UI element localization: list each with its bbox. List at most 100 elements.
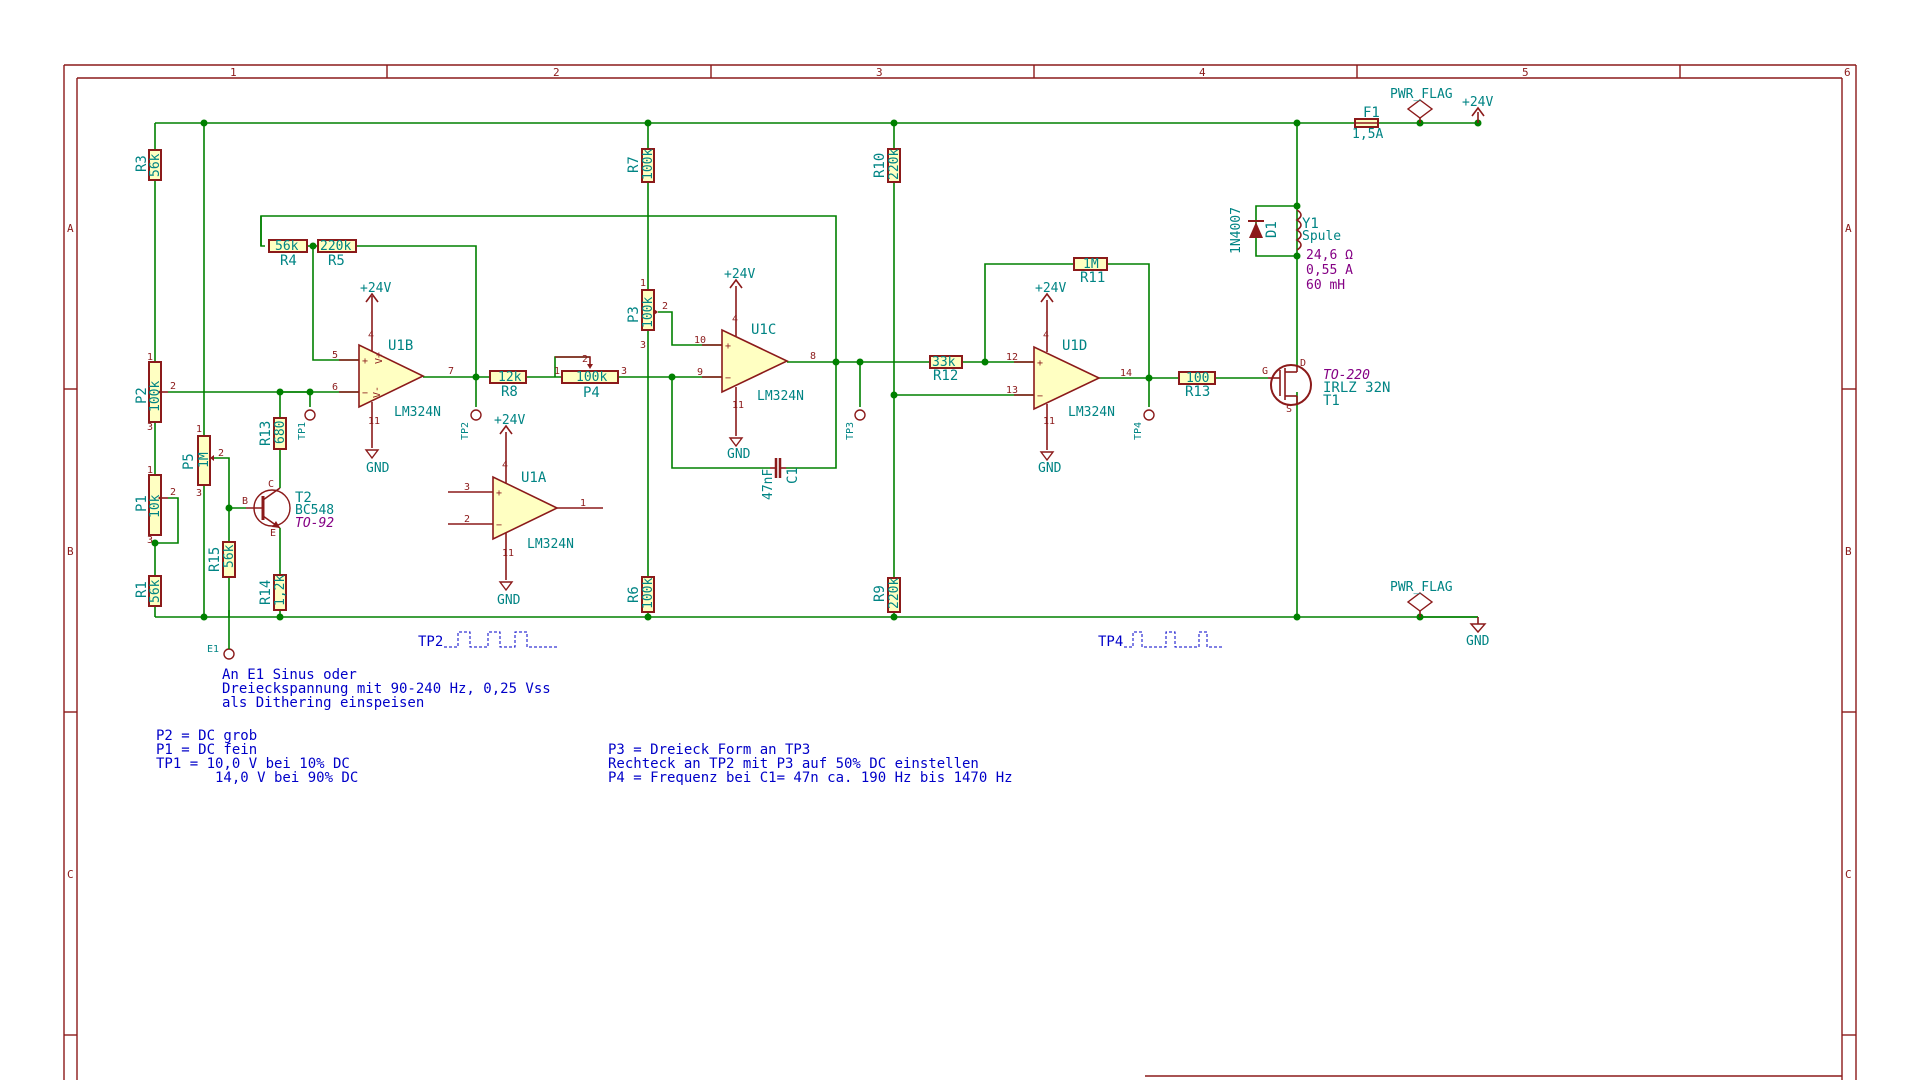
svg-text:5: 5 [332, 350, 338, 361]
testpoint-tp4[interactable]: TP4 [1133, 409, 1155, 440]
resistor-r4[interactable]: 56k R4 [268, 239, 308, 269]
svg-text:TO-92: TO-92 [295, 516, 334, 531]
column-label-4: 4 [1199, 66, 1206, 79]
diode-d1[interactable]: 1N4007 D1 [1229, 207, 1280, 254]
svg-text:GND: GND [1466, 634, 1490, 649]
svg-text:G: G [1262, 366, 1268, 377]
svg-text:+24V: +24V [494, 413, 525, 428]
testpoint-tp1[interactable]: TP1 [297, 409, 316, 440]
coil-y1[interactable]: Y1 Spule 24,6 Ω 0,55 A 60 mH [1295, 209, 1353, 293]
svg-text:PWR_FLAG: PWR_FLAG [1390, 580, 1453, 595]
resistor-r9[interactable]: R9 220k [872, 577, 902, 613]
svg-text:11: 11 [368, 416, 380, 427]
svg-text:−: − [496, 520, 502, 531]
svg-text:TP2: TP2 [418, 634, 443, 650]
potentiometer-p3[interactable]: P3 100k 132 [626, 278, 668, 351]
svg-text:220k: 220k [887, 578, 902, 609]
waveform-tp2: TP2 [418, 631, 558, 650]
svg-text:GND: GND [1038, 461, 1062, 476]
potentiometer-p1[interactable]: P1 10k 132 [134, 465, 176, 546]
resistor-r13-100[interactable]: 100 R13 [1178, 371, 1216, 400]
fuse-f1[interactable]: F1 1,5A [1352, 105, 1383, 142]
svg-text:2: 2 [170, 487, 176, 498]
svg-text:7: 7 [448, 366, 454, 377]
resistor-r8[interactable]: 12k R8 [489, 370, 527, 400]
svg-text:D1: D1 [1264, 221, 1280, 238]
svg-text:2: 2 [170, 381, 176, 392]
svg-text:4: 4 [368, 330, 374, 341]
svg-text:+: + [1037, 358, 1043, 369]
svg-text:PWR_FLAG: PWR_FLAG [1390, 87, 1453, 102]
resistor-r11[interactable]: 1M R11 [1073, 257, 1108, 286]
svg-text:+24V: +24V [1035, 281, 1066, 296]
column-label-2: 2 [553, 66, 560, 79]
svg-text:1M: 1M [197, 452, 212, 468]
svg-text:V-: V- [372, 386, 383, 398]
svg-text:33k: 33k [932, 355, 956, 370]
svg-text:1: 1 [580, 498, 586, 509]
resistor-r12[interactable]: 33k R12 [929, 355, 963, 384]
svg-text:8: 8 [810, 351, 816, 362]
svg-text:6: 6 [332, 382, 338, 393]
resistor-r6[interactable]: R6 100k [626, 576, 656, 613]
capacitor-c1[interactable]: 47nF C1 [761, 458, 801, 500]
svg-text:P2: P2 [134, 387, 150, 404]
potentiometer-p5[interactable]: P5 1M 132 [181, 424, 224, 499]
resistor-r5[interactable]: 220k R5 [317, 239, 357, 269]
gnd-symbol-u1b: GND [364, 449, 390, 476]
svg-text:56k: 56k [148, 579, 163, 603]
svg-text:LM324N: LM324N [527, 537, 574, 552]
svg-text:V+: V+ [374, 352, 385, 364]
svg-text:2: 2 [218, 448, 224, 459]
gnd-symbol-u1d: GND [1038, 451, 1062, 476]
wires [154, 122, 1478, 618]
svg-text:R13: R13 [1185, 384, 1210, 400]
svg-text:R10: R10 [872, 153, 888, 178]
svg-text:BC548: BC548 [295, 503, 334, 518]
resistor-r15[interactable]: R15 56k [207, 541, 237, 578]
svg-text:U1B: U1B [388, 338, 413, 354]
svg-text:680: 680 [273, 421, 288, 444]
svg-text:TP2: TP2 [460, 422, 471, 440]
svg-text:R9: R9 [872, 585, 888, 602]
svg-text:P4 = Frequenz bei C1= 47n ca.: P4 = Frequenz bei C1= 47n ca. 190 Hz bis… [608, 770, 1013, 786]
mosfet-t1[interactable]: GDS TO-220 IRLZ 32N T1 [1262, 358, 1390, 415]
svg-text:P3: P3 [626, 306, 642, 323]
svg-text:P1: P1 [134, 495, 150, 512]
potentiometer-p2[interactable]: P2 100k 132 [134, 352, 176, 433]
resistor-r3[interactable]: R3 56k [134, 149, 163, 181]
svg-text:9: 9 [697, 367, 703, 378]
resistor-r14[interactable]: R14 1,2k [258, 574, 288, 611]
resistor-r7[interactable]: R7 100k [626, 148, 656, 183]
svg-text:−: − [1037, 391, 1043, 402]
input-e1[interactable]: E1 [207, 610, 235, 660]
svg-text:LM324N: LM324N [1068, 405, 1115, 420]
svg-text:P3 = Dreieck Form an TP3: P3 = Dreieck Form an TP3 [608, 742, 810, 758]
svg-text:T2: T2 [295, 490, 312, 506]
svg-text:R15: R15 [207, 547, 223, 572]
row-label-b-right: B [1845, 545, 1852, 558]
svg-text:R13: R13 [258, 421, 274, 446]
svg-text:B: B [242, 496, 248, 507]
testpoint-tp2[interactable]: TP2 [460, 409, 482, 440]
pwr-flag-bottom: PWR_FLAG [1390, 580, 1453, 617]
svg-text:R12: R12 [933, 368, 958, 384]
svg-text:4: 4 [502, 460, 508, 471]
testpoint-tp3[interactable]: TP3 [845, 409, 866, 440]
svg-text:1: 1 [554, 366, 560, 377]
resistor-r13-680[interactable]: R13 680 [258, 417, 288, 450]
svg-text:1: 1 [640, 278, 646, 289]
svg-text:LM324N: LM324N [394, 405, 441, 420]
svg-text:10: 10 [694, 335, 706, 346]
gnd-symbol-u1c: GND [727, 437, 751, 462]
transistor-t2[interactable]: BCE T2 BC548 TO-92 [242, 479, 334, 539]
svg-text:−: − [362, 388, 368, 399]
resistor-r1[interactable]: R1 56k [134, 575, 163, 607]
svg-text:1,2k: 1,2k [273, 575, 288, 606]
resistor-r10[interactable]: R10 220k [872, 148, 902, 183]
